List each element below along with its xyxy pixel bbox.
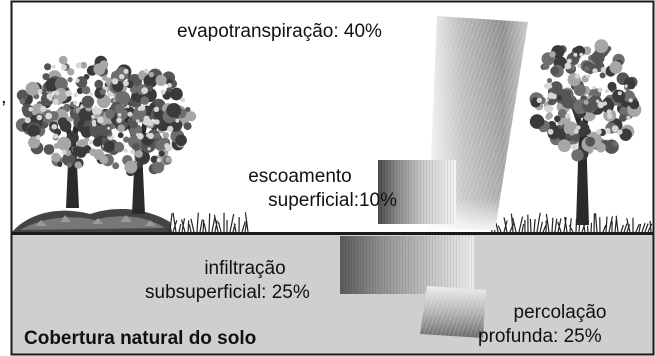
deep-percolation-label-line2: profunda: 25% [478,326,602,347]
subsurface-label-line2: subsuperficial: 25% [145,282,310,303]
leaf-litter-icon [12,208,172,232]
surface-runoff-band [378,160,456,224]
soil-area [11,234,654,355]
runoff-label-line1: escoamento [248,166,352,187]
grass-icon [169,212,249,233]
figure-caption: Cobertura natural do solo [24,328,257,349]
tree-icon [529,39,642,225]
subsurface-flow-band [340,236,474,294]
deep-percolation-band [420,286,486,338]
frame [10,0,655,356]
evapotranspiration-label: evapotranspiração: 40% [177,21,382,42]
subsurface-label-line1: infiltração [204,258,286,279]
deep-percolation-label-line1: percolação [513,302,607,323]
tree-icon [77,64,197,214]
runoff-label-line2: superficial:10% [268,190,397,211]
stray-comma: , [1,86,7,108]
